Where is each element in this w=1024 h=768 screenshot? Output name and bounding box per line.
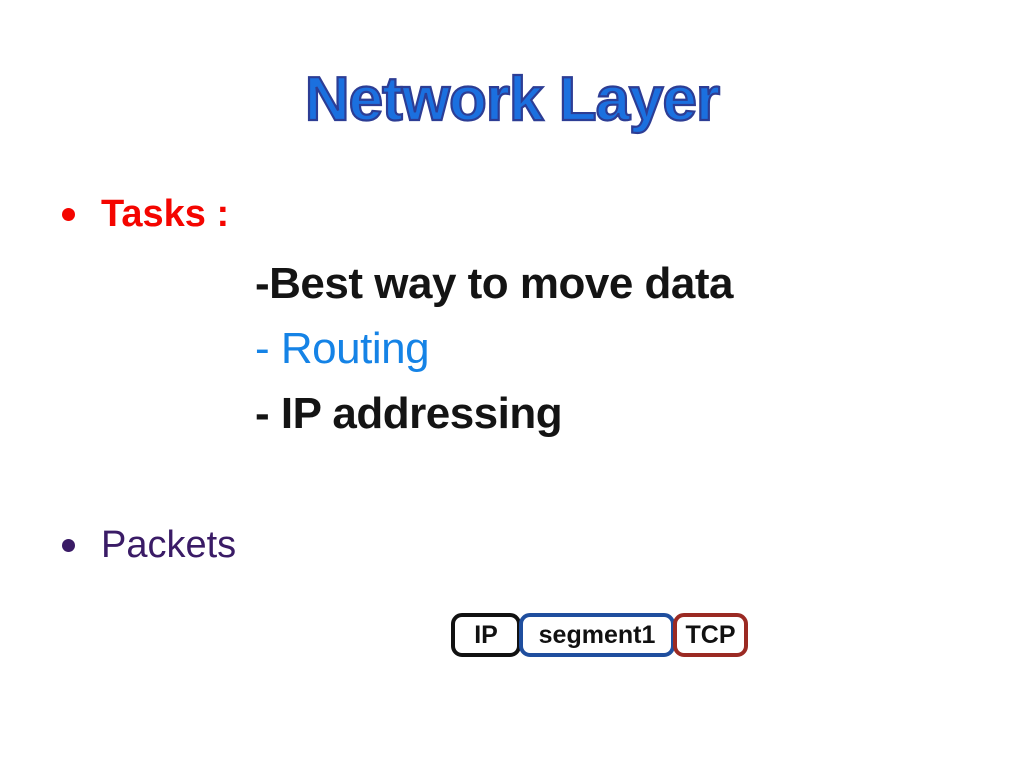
bullet-dot-icon (62, 207, 75, 221)
tasks-label: Tasks : (101, 193, 230, 235)
packet-box-ip: IP (451, 613, 521, 657)
bullet-line-tasks: Tasks : (62, 191, 229, 237)
packets-label: Packets (101, 524, 237, 566)
packet-diagram: IP segment1 TCP (451, 613, 748, 657)
task-item-ip-addressing: - IP addressing (255, 389, 563, 438)
task-item-best-way: -Best way to move data (255, 259, 734, 308)
packet-box-segment1: segment1 (519, 613, 675, 657)
slide-title: Network Layer (304, 64, 721, 135)
bullet-line-packets: Packets (62, 522, 236, 568)
task-item-routing: - Routing (255, 324, 430, 373)
packet-box-tcp: TCP (673, 613, 748, 657)
bullet-dot-icon (62, 538, 75, 552)
